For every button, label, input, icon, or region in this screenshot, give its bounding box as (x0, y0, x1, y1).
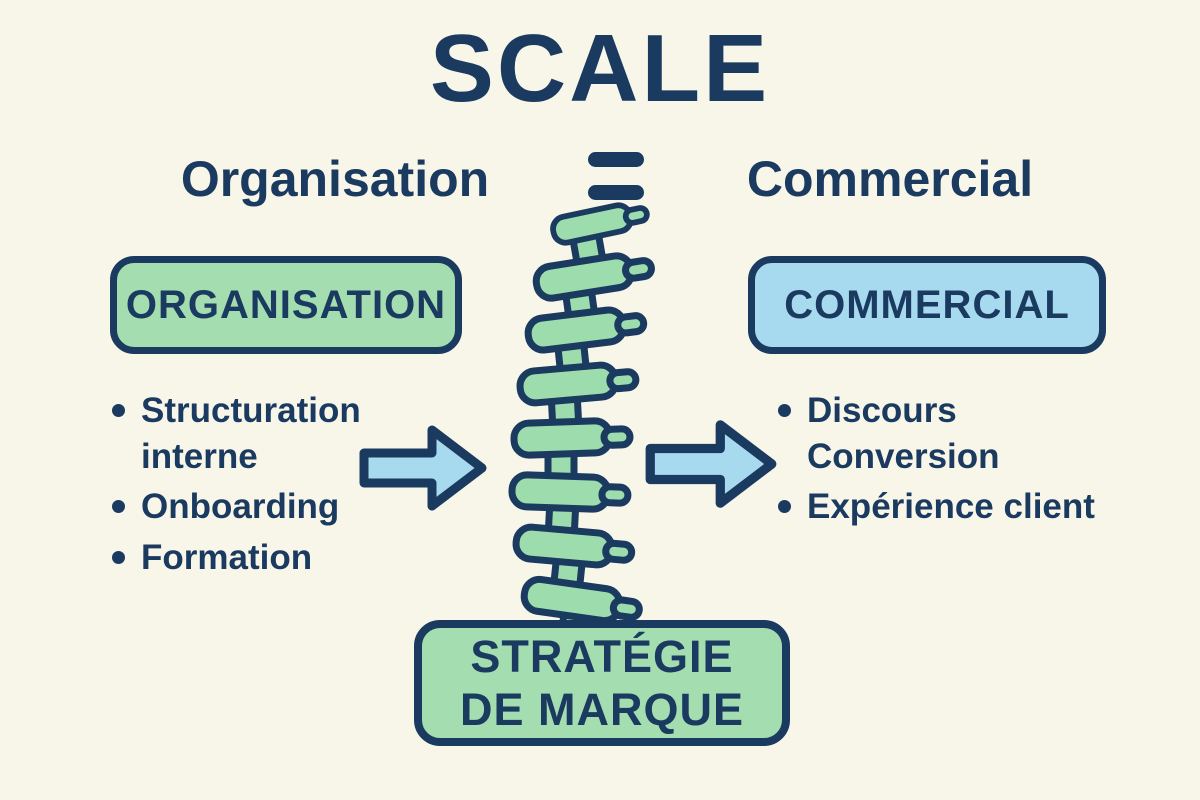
list-item: Onboarding (112, 484, 422, 530)
equation-right-label: Commercial (746, 151, 1034, 207)
equals-icon (588, 152, 644, 200)
equals-bar-top (588, 152, 644, 167)
strategie-de-marque-label: STRATÉGIE DE MARQUE (459, 630, 744, 735)
bullet-dot (112, 550, 125, 564)
list-item: Formation (112, 535, 422, 581)
page-title: SCALE (429, 15, 771, 122)
bullet-dot (112, 404, 125, 417)
right-arrow-icon (645, 420, 777, 508)
bullet-dot (112, 500, 125, 513)
bullet-dot (778, 500, 791, 513)
list-item: Expérience client (778, 484, 1138, 530)
list-item: Discours Conversion (778, 388, 1138, 479)
equals-bar-bottom (588, 185, 644, 200)
organisation-box-label: ORGANISATION (125, 282, 447, 327)
organisation-bullet-list: Structuration interne Onboarding Formati… (112, 388, 422, 585)
bullet-text: Expérience client (807, 487, 1095, 526)
commercial-box: COMMERCIAL (748, 256, 1106, 354)
commercial-bullet-list: Discours Conversion Expérience client (778, 388, 1138, 535)
list-item: Structuration interne (112, 388, 422, 479)
bullet-dot (778, 404, 791, 417)
bullet-text: Formation (141, 537, 313, 577)
commercial-box-label: COMMERCIAL (784, 282, 1070, 327)
bullet-text: Discours Conversion (807, 391, 1000, 476)
bullet-text: Onboarding (141, 487, 340, 526)
right-arrow-icon (359, 425, 487, 511)
strategie-de-marque-box: STRATÉGIE DE MARQUE (414, 620, 790, 746)
equation-left-label: Organisation (180, 151, 490, 207)
organisation-box: ORGANISATION (110, 256, 462, 354)
spine-illustration (500, 202, 665, 652)
bullet-text: Structuration interne (141, 391, 361, 476)
